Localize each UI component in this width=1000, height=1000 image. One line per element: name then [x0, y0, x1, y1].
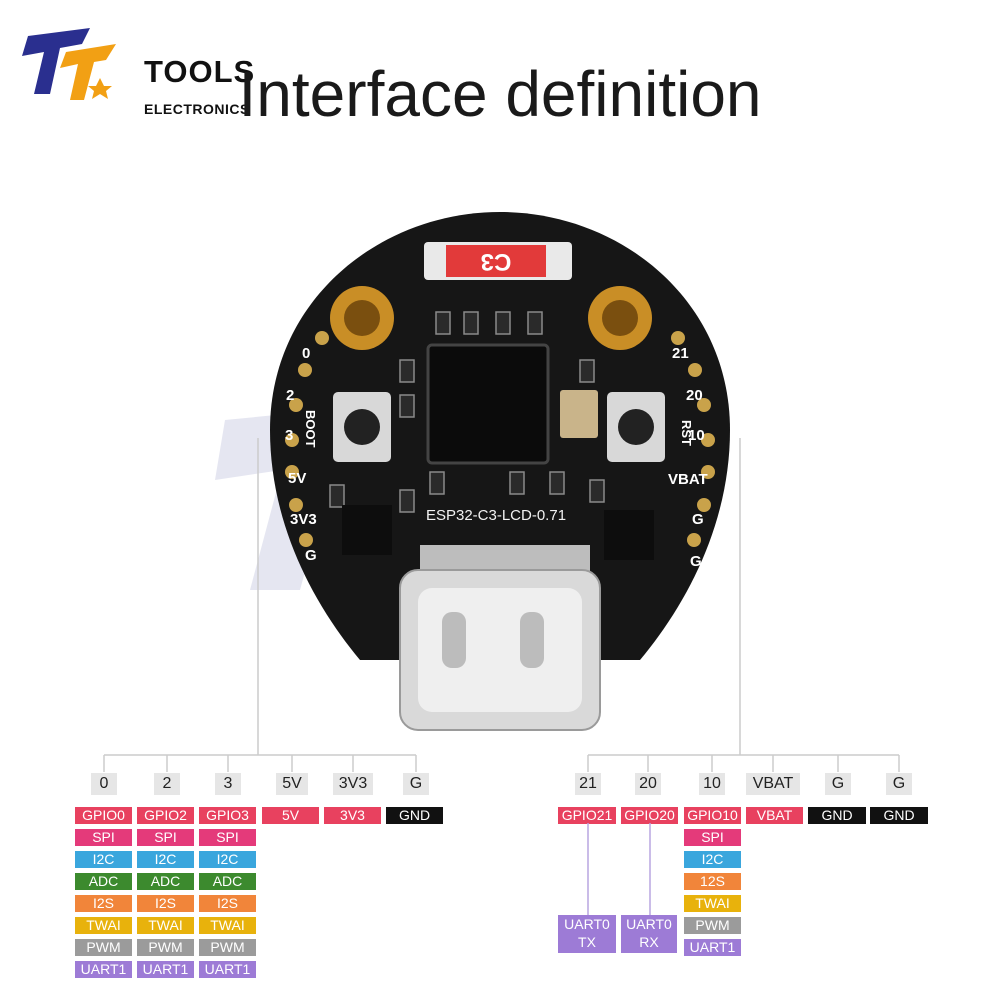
- brand-subname: ELECTRONICS: [144, 101, 250, 117]
- right-tag-gpio21: GPIO21: [558, 807, 616, 824]
- left-tag-5v: 5V: [262, 807, 319, 824]
- left-silk-g: G: [305, 547, 317, 564]
- castellated-pads: [285, 331, 715, 547]
- left-tag-spi: SPI: [199, 829, 256, 846]
- right-silk-21: 21: [672, 345, 689, 362]
- right-tag-uart1: UART1: [684, 939, 741, 956]
- right-tag-gpio10: GPIO10: [684, 807, 741, 824]
- right-tag-gpio20: GPIO20: [621, 807, 678, 824]
- left-silk-boot: BOOT: [303, 410, 318, 448]
- left-tag-i2s: I2S: [199, 895, 256, 912]
- right-tag-gnd: GND: [808, 807, 866, 824]
- left-tag-pwm: PWM: [137, 939, 194, 956]
- right-tag-gnd: GND: [870, 807, 928, 824]
- uart0-rx-tag: UART0 RX: [621, 915, 677, 953]
- regulator-right: [604, 510, 654, 560]
- pin-header-20: 20: [635, 773, 661, 795]
- right-tag-vbat: VBAT: [746, 807, 803, 824]
- left-tag-i2s: I2S: [75, 895, 132, 912]
- left-tag-adc: ADC: [75, 873, 132, 890]
- left-tag-pwm: PWM: [75, 939, 132, 956]
- left-silk-5v: 5V: [288, 470, 306, 487]
- left-silk-3: 3: [285, 427, 293, 444]
- right-tag-i2c: I2C: [684, 851, 741, 868]
- right-tag-pwm: PWM: [684, 917, 741, 934]
- left-tag-pwm: PWM: [199, 939, 256, 956]
- right-tag-twai: TWAI: [684, 895, 741, 912]
- crystal: [560, 390, 598, 438]
- left-tag-twai: TWAI: [199, 917, 256, 934]
- uart0-rx-line2: RX: [639, 934, 659, 950]
- left-tag-adc: ADC: [137, 873, 194, 890]
- uart0-tx-line1: UART0: [564, 916, 610, 932]
- pin-header-2: 2: [154, 773, 180, 795]
- pin-header-g2: G: [886, 773, 912, 795]
- right-silk-10: 10: [688, 427, 705, 444]
- pin-header-10: 10: [699, 773, 725, 795]
- regulator-left: [342, 505, 392, 555]
- esp32-chip: [426, 343, 550, 465]
- left-tag-twai: TWAI: [75, 917, 132, 934]
- pin-header-5v: 5V: [276, 773, 308, 795]
- page-title: Interface definition: [238, 58, 762, 130]
- pin-header-g1: G: [825, 773, 851, 795]
- left-tag-spi: SPI: [75, 829, 132, 846]
- right-tag-12s: 12S: [684, 873, 741, 890]
- left-tag-uart1: UART1: [137, 961, 194, 978]
- uart0-rx-line1: UART0: [626, 916, 672, 932]
- leader-lines: [103, 438, 900, 772]
- usb-solder-pads: [420, 545, 590, 573]
- left-tag-i2c: I2C: [199, 851, 256, 868]
- pin-header-3v3: 3V3: [333, 773, 373, 795]
- right-tag-spi: SPI: [684, 829, 741, 846]
- left-silk-2: 2: [286, 387, 294, 404]
- pin-header-0: 0: [91, 773, 117, 795]
- right-silk-20: 20: [686, 387, 703, 404]
- left-tag-spi: SPI: [137, 829, 194, 846]
- left-tag-uart1: UART1: [75, 961, 132, 978]
- left-tag-gpio3: GPIO3: [199, 807, 256, 824]
- chip-id-text: C3: [481, 248, 512, 275]
- left-tag-3v3: 3V3: [324, 807, 381, 824]
- left-tag-adc: ADC: [199, 873, 256, 890]
- left-tag-i2c: I2C: [75, 851, 132, 868]
- right-silk-g: G: [690, 553, 702, 570]
- pin-header-g: G: [403, 773, 429, 795]
- pin-header-3: 3: [215, 773, 241, 795]
- brand-logo: TOOLS ELECTRONICS: [20, 22, 254, 116]
- tools-logo-icon: [22, 28, 116, 100]
- passive-components: [329, 311, 605, 513]
- right-silk-rst: RST: [679, 420, 694, 446]
- left-tag-twai: TWAI: [137, 917, 194, 934]
- left-silk-0: 0: [302, 345, 310, 362]
- brand-name: TOOLS: [144, 54, 256, 89]
- uart0-tx-line2: TX: [578, 934, 596, 950]
- left-tag-uart1: UART1: [199, 961, 256, 978]
- left-tag-gpio2: GPIO2: [137, 807, 194, 824]
- left-silk-3v3: 3V3: [290, 511, 317, 528]
- pin-header-vbat: VBAT: [746, 773, 800, 795]
- uart0-tx-tag: UART0 TX: [558, 915, 616, 953]
- left-tag-gnd: GND: [386, 807, 443, 824]
- board-chip-label: ESP32-C3-LCD-0.71: [426, 507, 566, 524]
- right-silk-vbat: VBAT: [668, 471, 708, 488]
- left-tag-i2s: I2S: [137, 895, 194, 912]
- right-silk-g: G: [692, 511, 704, 528]
- left-tag-i2c: I2C: [137, 851, 194, 868]
- pin-header-21: 21: [575, 773, 601, 795]
- left-tag-gpio0: GPIO0: [75, 807, 132, 824]
